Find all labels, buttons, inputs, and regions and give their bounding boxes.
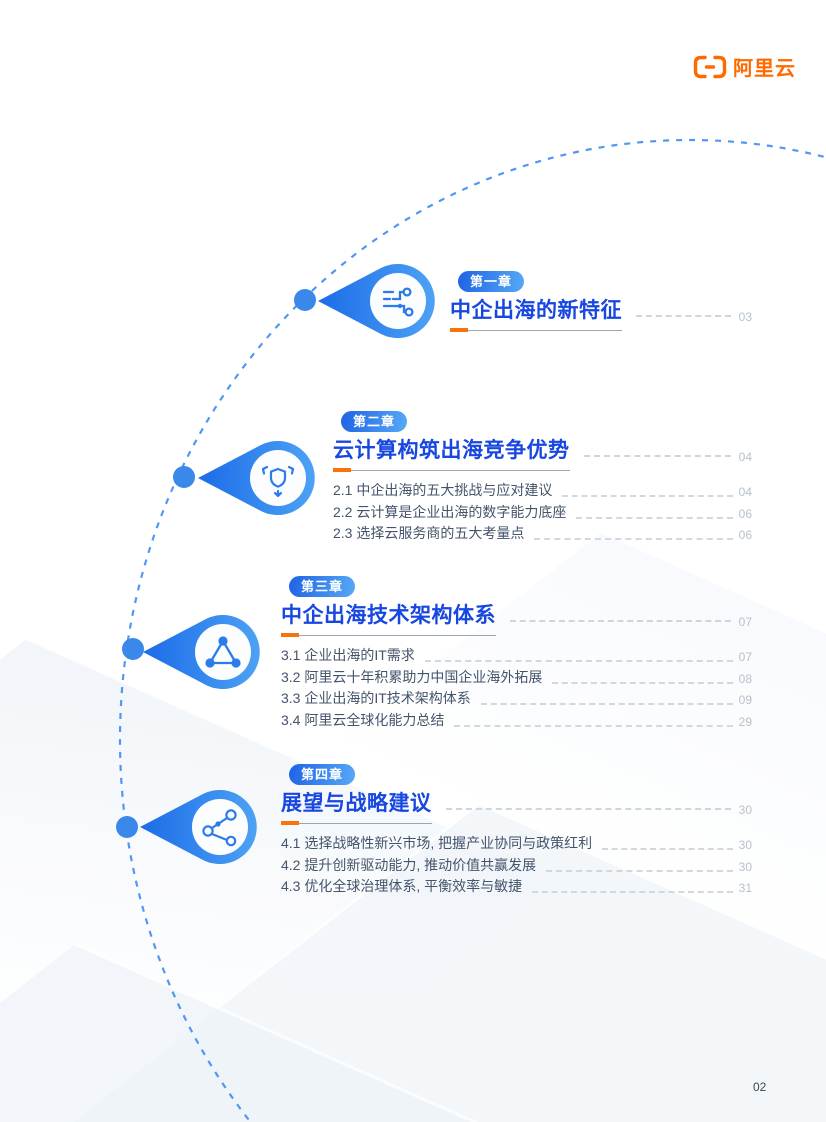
section-page-number: 30 [738, 838, 752, 852]
section-label[interactable]: 3.1 企业出海的IT需求 [281, 647, 415, 663]
section-page-number: 29 [738, 714, 752, 729]
chapter-badge: 第四章 [289, 764, 356, 785]
chapter-title-row[interactable]: 云计算构筑出海竞争优势 04 [333, 437, 752, 472]
chapter3-pin [143, 615, 260, 689]
chapter-title[interactable]: 云计算构筑出海竞争优势 [333, 439, 570, 462]
section-page-number: 09 [738, 693, 752, 707]
section-label[interactable]: 4.1 选择战略性新兴市场, 把握产业协同与政策红利 [281, 835, 593, 851]
toc-section-row[interactable]: 4.1 选择战略性新兴市场, 把握产业协同与政策红利 30 [281, 833, 752, 855]
chapter-page-number: 07 [738, 615, 752, 629]
toc-chapter-2: 第二章 云计算构筑出海竞争优势 04 2.1 中企出海的五大挑战与应对建议 04… [333, 411, 752, 545]
chapter-page-number: 04 [738, 450, 752, 464]
toc-section-row[interactable]: 3.1 企业出海的IT需求 07 [281, 645, 752, 667]
dot-leader [636, 297, 731, 317]
dot-leader [454, 710, 733, 727]
chapter-title[interactable]: 展望与战略建议 [281, 792, 432, 815]
share-network-icon [202, 809, 237, 847]
chapter-badge: 第一章 [458, 271, 525, 292]
dot-leader [576, 502, 733, 519]
chapter-title[interactable]: 中企出海的新特征 [450, 299, 622, 322]
dot-leader [602, 833, 733, 850]
chapter-title-row[interactable]: 中企出海技术架构体系 07 [281, 602, 752, 637]
dot-leader [480, 688, 733, 705]
section-page-number: 04 [738, 485, 752, 499]
toc-section-row[interactable]: 4.3 优化全球治理体系, 平衡效率与敏捷 31 [281, 876, 752, 898]
section-label[interactable]: 2.3 选择云服务商的五大考量点 [333, 525, 525, 541]
section-page-number: 31 [738, 881, 752, 895]
chapter-badge: 第三章 [289, 576, 356, 597]
dot-leader [562, 480, 733, 497]
section-label[interactable]: 2.1 中企出海的五大挑战与应对建议 [333, 482, 553, 498]
footer-page-number: 02 [753, 1080, 767, 1094]
title-underline [281, 821, 432, 825]
section-label[interactable]: 4.2 提升创新驱动能力, 推动价值共赢发展 [281, 856, 537, 873]
logo-text: 阿里云 [733, 58, 796, 80]
section-page-number: 06 [738, 528, 752, 542]
chapter-title-row[interactable]: 展望与战略建议 30 [281, 790, 752, 825]
dot-leader [445, 790, 731, 810]
dot-leader [532, 876, 733, 893]
dot-leader [546, 855, 733, 872]
toc-chapter-4: 第四章 展望与战略建议 30 4.1 选择战略性新兴市场, 把握产业协同与政策红… [281, 764, 752, 898]
section-page-number: 07 [738, 650, 752, 664]
title-underline [281, 633, 496, 637]
toc-chapter-3: 第三章 中企出海技术架构体系 07 3.1 企业出海的IT需求 07 3.2 阿… [281, 576, 752, 731]
dot-leader [583, 437, 731, 457]
toc-section-row[interactable]: 3.3 企业出海的IT技术架构体系 09 [281, 688, 752, 710]
arc-dot [116, 816, 138, 838]
alibaba-cloud-bracket-icon [693, 55, 727, 78]
toc-section-row[interactable]: 3.4 阿里云全球化能力总结 29 [281, 710, 752, 732]
section-label[interactable]: 3.4 阿里云全球化能力总结 [281, 711, 445, 728]
section-page-number: 06 [738, 506, 752, 521]
circuit-icon [382, 287, 414, 317]
chapter-page-number: 03 [738, 310, 752, 324]
dot-leader [510, 602, 731, 622]
dot-leader [534, 523, 733, 540]
title-underline [450, 328, 622, 332]
section-page-number: 30 [738, 859, 752, 874]
section-label[interactable]: 3.3 企业出海的IT技术架构体系 [281, 690, 471, 706]
section-label[interactable]: 2.2 云计算是企业出海的数字能力底座 [333, 503, 567, 520]
dot-leader [552, 667, 733, 684]
dot-leader [424, 645, 733, 662]
toc-section-row[interactable]: 2.1 中企出海的五大挑战与应对建议 04 [333, 480, 752, 502]
section-label[interactable]: 3.2 阿里云十年积累助力中国企业海外拓展 [281, 668, 543, 685]
chapter-title[interactable]: 中企出海技术架构体系 [281, 604, 496, 627]
chapter4-pin [140, 790, 257, 864]
section-label[interactable]: 4.3 优化全球治理体系, 平衡效率与敏捷 [281, 878, 523, 894]
arc-dot [173, 466, 195, 488]
chapter-title-row[interactable]: 中企出海的新特征 03 [450, 297, 752, 332]
toc-section-row[interactable]: 2.2 云计算是企业出海的数字能力底座 06 [333, 502, 752, 524]
toc-section-row[interactable]: 3.2 阿里云十年积累助力中国企业海外拓展 08 [281, 667, 752, 689]
arc-dot [122, 638, 144, 660]
chapter-page-number: 30 [738, 803, 752, 817]
arc-dot [294, 289, 316, 311]
chapter2-pin [198, 441, 315, 515]
chapter1-pin [318, 264, 435, 338]
toc-chapter-1: 第一章 中企出海的新特征 03 [450, 271, 752, 332]
section-page-number: 08 [738, 671, 752, 686]
triangle-network-icon [205, 636, 241, 668]
shield-recycle-icon [261, 465, 295, 498]
chapter-badge: 第二章 [341, 411, 408, 432]
title-underline [333, 468, 570, 472]
alibaba-cloud-logo: 阿里云 [692, 52, 796, 81]
toc-section-row[interactable]: 2.3 选择云服务商的五大考量点 06 [333, 523, 752, 545]
toc-section-row[interactable]: 4.2 提升创新驱动能力, 推动价值共赢发展 30 [281, 855, 752, 877]
